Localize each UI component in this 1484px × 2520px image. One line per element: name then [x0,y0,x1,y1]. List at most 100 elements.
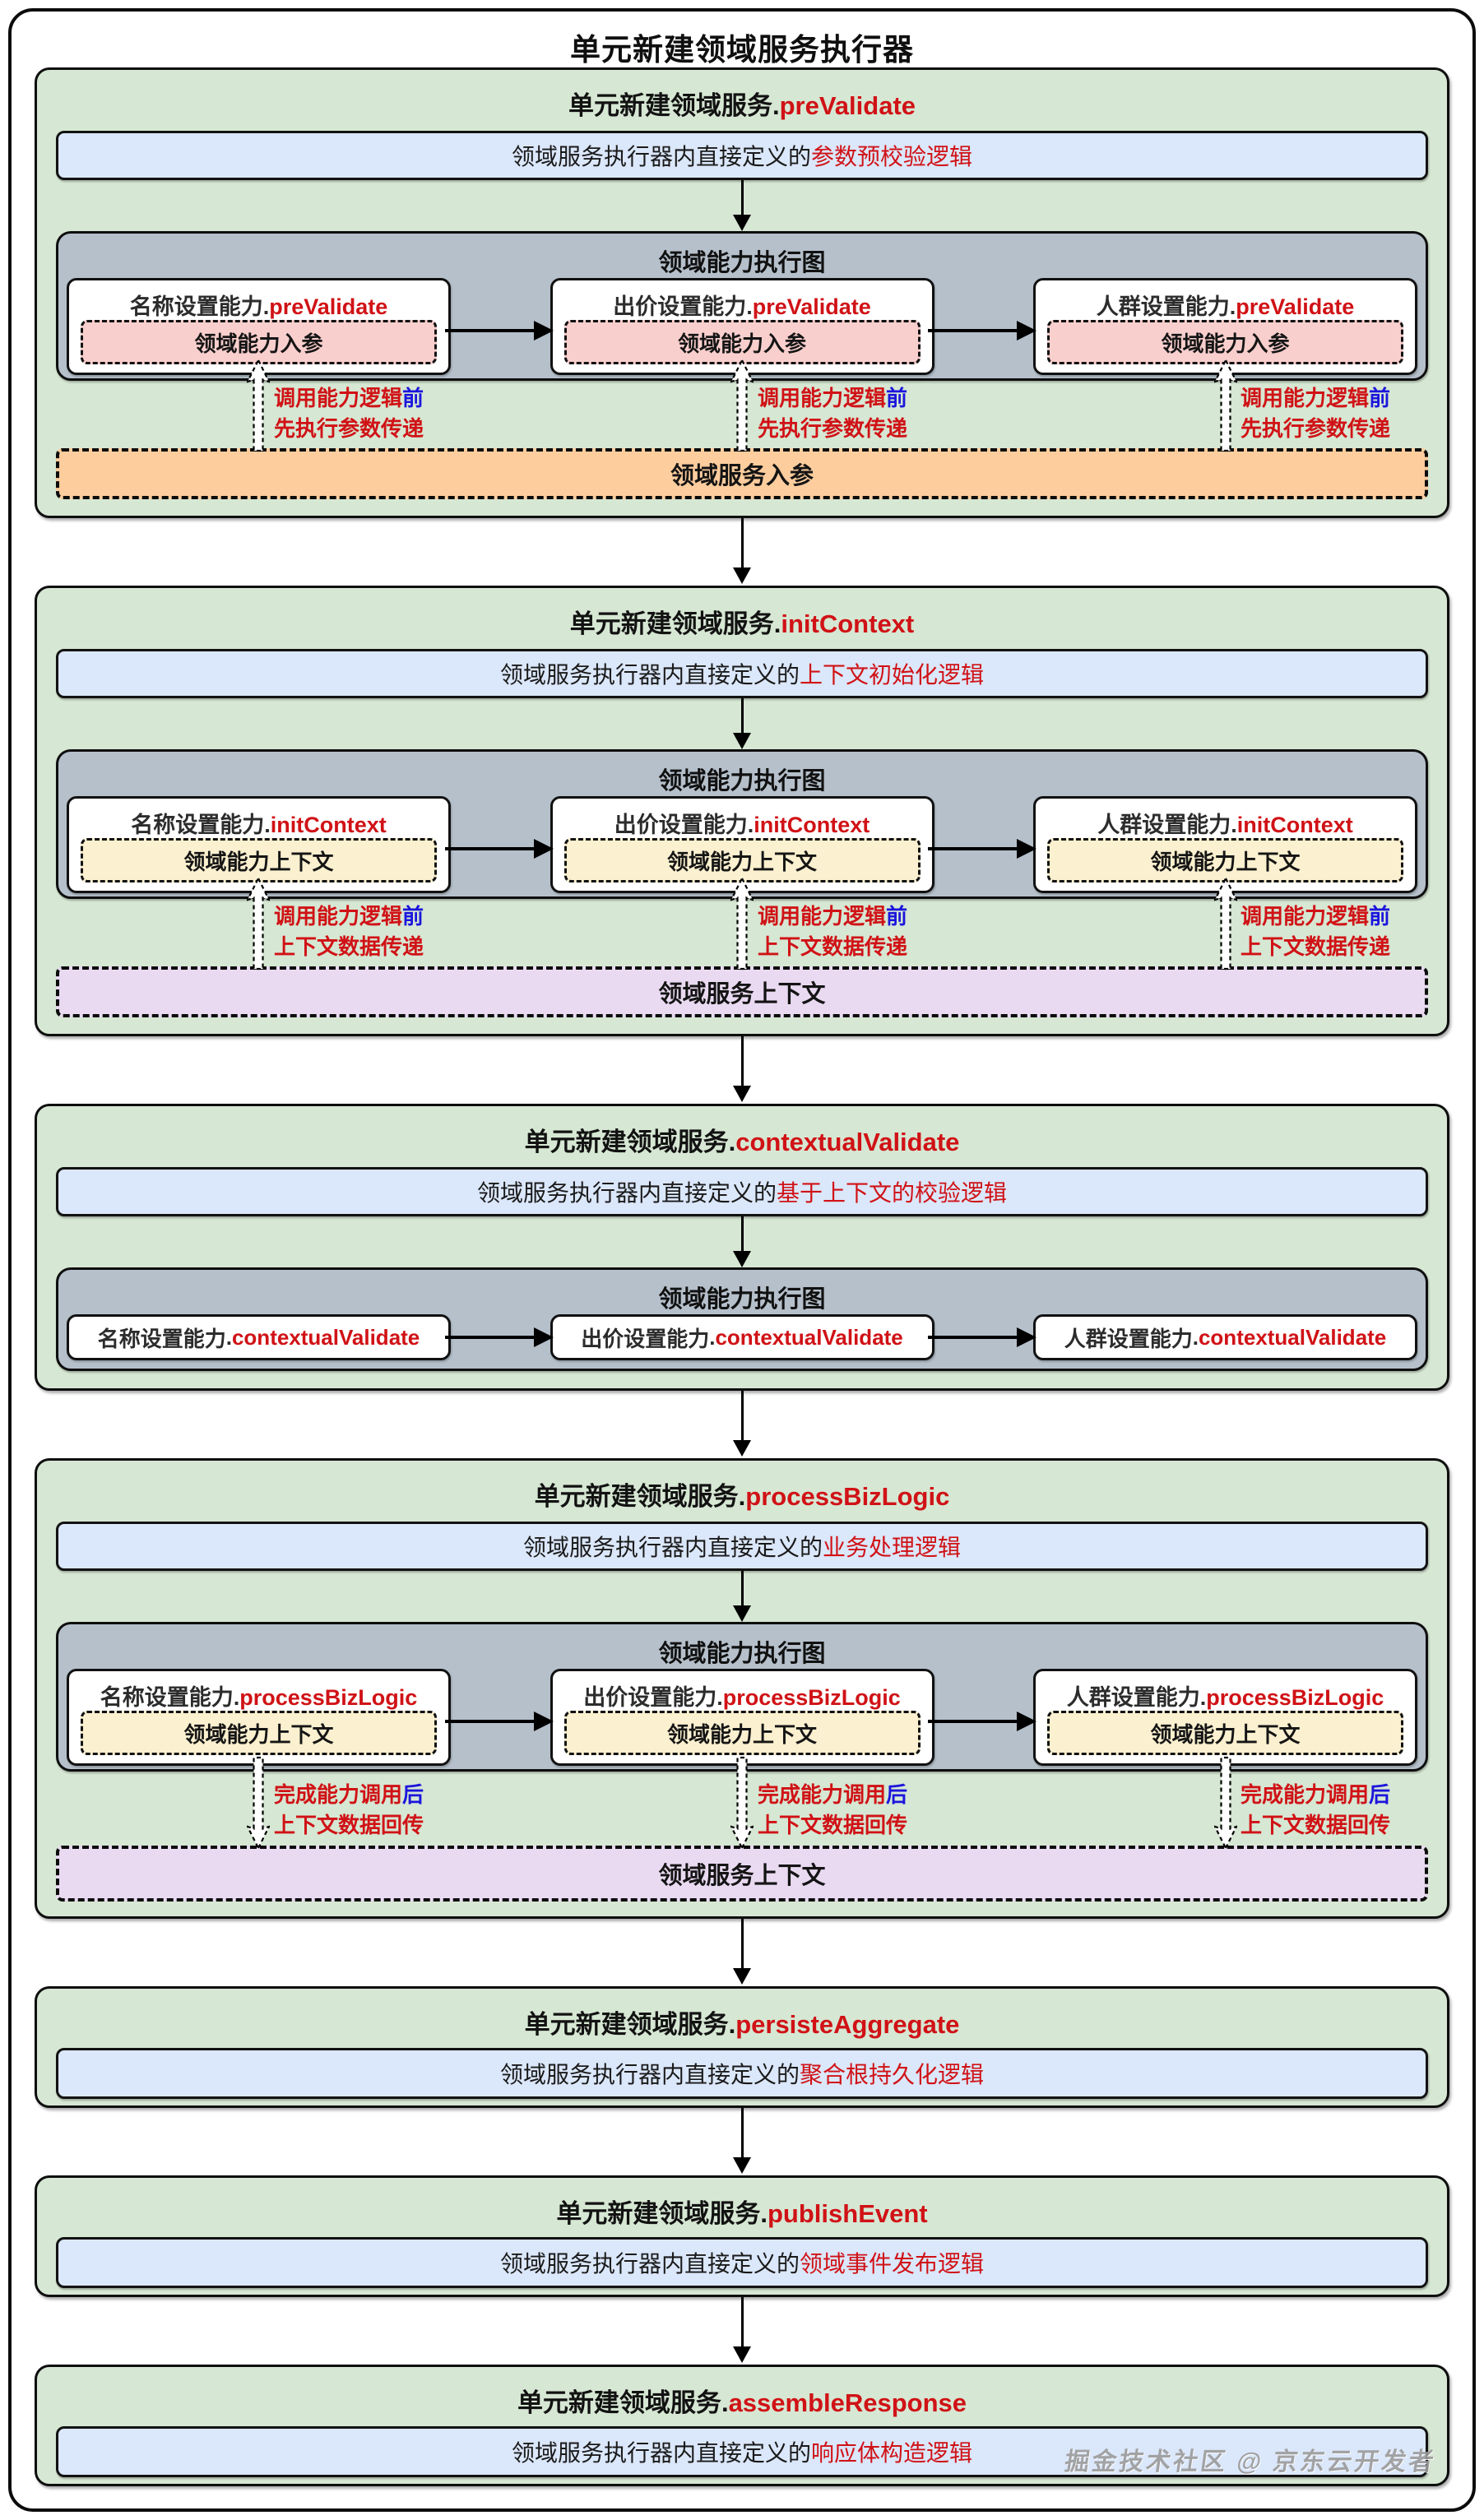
capability-name: 人群设置能力 [1064,1326,1193,1351]
desc-highlight: 业务处理逻辑 [823,1535,962,1560]
dot-separator: . [1229,294,1236,319]
flow-label-line2: 上下文数据传递 [758,934,908,959]
flow-label-timing: 前 [886,386,908,410]
desc-prefix: 领域服务执行器内直接定义的 [499,2251,800,2277]
capability-context-box: 领域能力上下文 [81,838,437,882]
section-title-service: 单元新建领域服务 [556,2199,761,2228]
capability-method: contextualValidate [715,1324,903,1350]
down-arrow-icon [37,180,1447,231]
capability-context-box: 领域能力上下文 [1047,1711,1403,1755]
capability-method: preValidate [269,294,388,319]
capability-name: 出价设置能力 [614,813,748,837]
section-title-service: 单元新建领域服务 [569,609,774,638]
flow-label-timing: 前 [1369,904,1391,929]
desc-prefix: 领域服务执行器内直接定义的 [499,662,800,688]
flow-label: 完成能力调用后上下文数据回传 [274,1780,424,1841]
capability-node-bid: 出价设置能力.contextualValidate [550,1314,934,1360]
desc-highlight: 基于上下文的校验逻辑 [777,1180,1008,1206]
section-title: 单元新建领域服务.persisteAggregate [37,1989,1447,2039]
desc-box: 领域服务执行器内直接定义的上下文初始化逻辑 [56,649,1428,698]
right-arrow-icon [928,839,1038,859]
graph-title: 领域能力执行图 [658,768,826,794]
down-arrow-icon [37,698,1447,749]
section-prevalidate: 单元新建领域服务.preValidate 领域服务执行器内直接定义的参数预校验逻… [35,67,1449,518]
section-publishevent: 单元新建领域服务.publishEvent 领域服务执行器内直接定义的领域事件发… [35,2175,1449,2297]
capability-node-row: 名称设置能力.processBizLogic 领域能力上下文 出价设置能力.pr… [67,1669,1417,1766]
section-assembleresponse: 单元新建领域服务.assembleResponse 领域服务执行器内直接定义的响… [35,2365,1449,2486]
capability-method: preValidate [752,294,871,319]
capability-node-row: 名称设置能力.initContext 领域能力上下文 出价设置能力. initCo… [67,796,1417,893]
dashed-up-arrow-icon [730,359,754,452]
section-title: 单元新建领域服务.publishEvent [37,2178,1447,2228]
graph-title: 领域能力执行图 [658,1286,826,1313]
down-arrow-icon [12,1036,1472,1104]
right-arrow-icon [445,839,555,859]
capability-name: 人群设置能力 [1096,294,1230,319]
section-processbizlogic: 单元新建领域服务.processBizLogic 领域服务执行器内直接定义的业务… [35,1458,1449,1919]
dot-separator: . [728,2010,736,2039]
flow-label: 调用能力逻辑前先执行参数传递 [758,383,907,444]
flow-label-timing: 后 [402,1782,424,1807]
flow-label-line2: 上下文数据传递 [1241,934,1391,959]
flow-label: 完成能力调用后上下文数据回传 [758,1780,907,1841]
flow-label: 调用能力逻辑前先执行参数传递 [274,383,424,444]
section-title-service: 单元新建领域服务 [568,91,772,120]
dot-separator: . [1231,813,1237,837]
capability-node-label: 人群设置能力.processBizLogic [1036,1671,1415,1710]
right-arrow-icon [445,321,555,340]
section-title: 单元新建领域服务.contextualValidate [37,1106,1447,1156]
flow-label-line2: 上下文数据回传 [758,1813,908,1837]
dashed-down-arrow-icon [247,1756,270,1850]
flow-label-line2: 先执行参数传递 [758,416,908,441]
desc-box: 领域服务执行器内直接定义的响应体构造逻辑 [56,2426,1428,2477]
dashed-up-arrow-icon [1214,877,1237,970]
capability-method: initContext [270,813,387,837]
section-title-method: assembleResponse [728,2388,967,2417]
desc-highlight: 响应体构造逻辑 [811,2440,973,2466]
dot-separator: . [721,2388,729,2417]
graph-title: 领域能力执行图 [658,1641,826,1667]
capability-name: 出价设置能力 [613,294,747,319]
graph-title: 领域能力执行图 [658,250,826,276]
section-title: 单元新建领域服务.assembleResponse [37,2367,1447,2417]
flow-label: 调用能力逻辑前上下文数据传递 [274,901,424,962]
capability-graph-panel: 领域能力执行图 名称设置能力.initContext 领域能力上下文 出价设置能… [56,749,1428,899]
dashed-up-arrow-icon [1214,359,1237,452]
flow-label-line2: 先执行参数传递 [274,416,424,441]
section-title: 单元新建领域服务.preValidate [37,70,1447,120]
capability-node-name: 名称设置能力.processBizLogic 领域能力上下文 [67,1669,451,1766]
capability-method: preValidate [1236,294,1355,319]
capability-node-label: 人群设置能力.preValidate [1036,280,1415,319]
capability-node-row: 名称设置能力.contextualValidate 出价设置能力.context… [67,1314,1417,1360]
capability-name: 名称设置能力 [129,294,263,319]
capability-node-label: 名称设置能力.processBizLogic [69,1671,448,1710]
capability-node-bid: 出价设置能力.processBizLogic 领域能力上下文 [550,1669,934,1766]
flow-label: 调用能力逻辑前先执行参数传递 [1241,383,1390,444]
desc-highlight: 上下文初始化逻辑 [800,662,985,688]
desc-box: 领域服务执行器内直接定义的参数预校验逻辑 [56,131,1428,180]
dashed-down-arrow-icon [1214,1756,1237,1850]
capability-node-name: 名称设置能力.contextualValidate [67,1314,451,1360]
dashed-up-arrow-icon [247,359,270,452]
dot-separator: . [773,609,781,638]
capability-method: initContext [754,813,870,837]
desc-box: 领域服务执行器内直接定义的领域事件发布逻辑 [56,2237,1428,2288]
capability-node-bid: 出价设置能力.preValidate 领域能力入参 [550,278,934,375]
desc-box: 领域服务执行器内直接定义的业务处理逻辑 [56,1522,1428,1571]
dot-separator: . [760,2199,768,2228]
section-title-method: persisteAggregate [735,2010,960,2039]
desc-prefix: 领域服务执行器内直接定义的 [522,1535,823,1560]
capability-name: 人群设置能力 [1066,1685,1200,1710]
capability-input-box: 领域能力入参 [81,320,437,364]
down-arrow-icon [12,2297,1472,2365]
right-arrow-icon [928,1327,1038,1347]
capability-method: processBizLogic [722,1685,901,1710]
capability-node-label: 名称设置能力.initContext [69,799,448,837]
flow-label-timing: 前 [402,386,424,410]
flow-label-line1: 完成能力调用 [758,1782,887,1807]
capability-method: processBizLogic [1206,1685,1384,1710]
capability-name: 出价设置能力 [581,1326,710,1351]
desc-prefix: 领域服务执行器内直接定义的 [499,2062,800,2087]
capability-node-label: 名称设置能力.preValidate [69,280,448,319]
capability-method: processBizLogic [239,1685,418,1710]
